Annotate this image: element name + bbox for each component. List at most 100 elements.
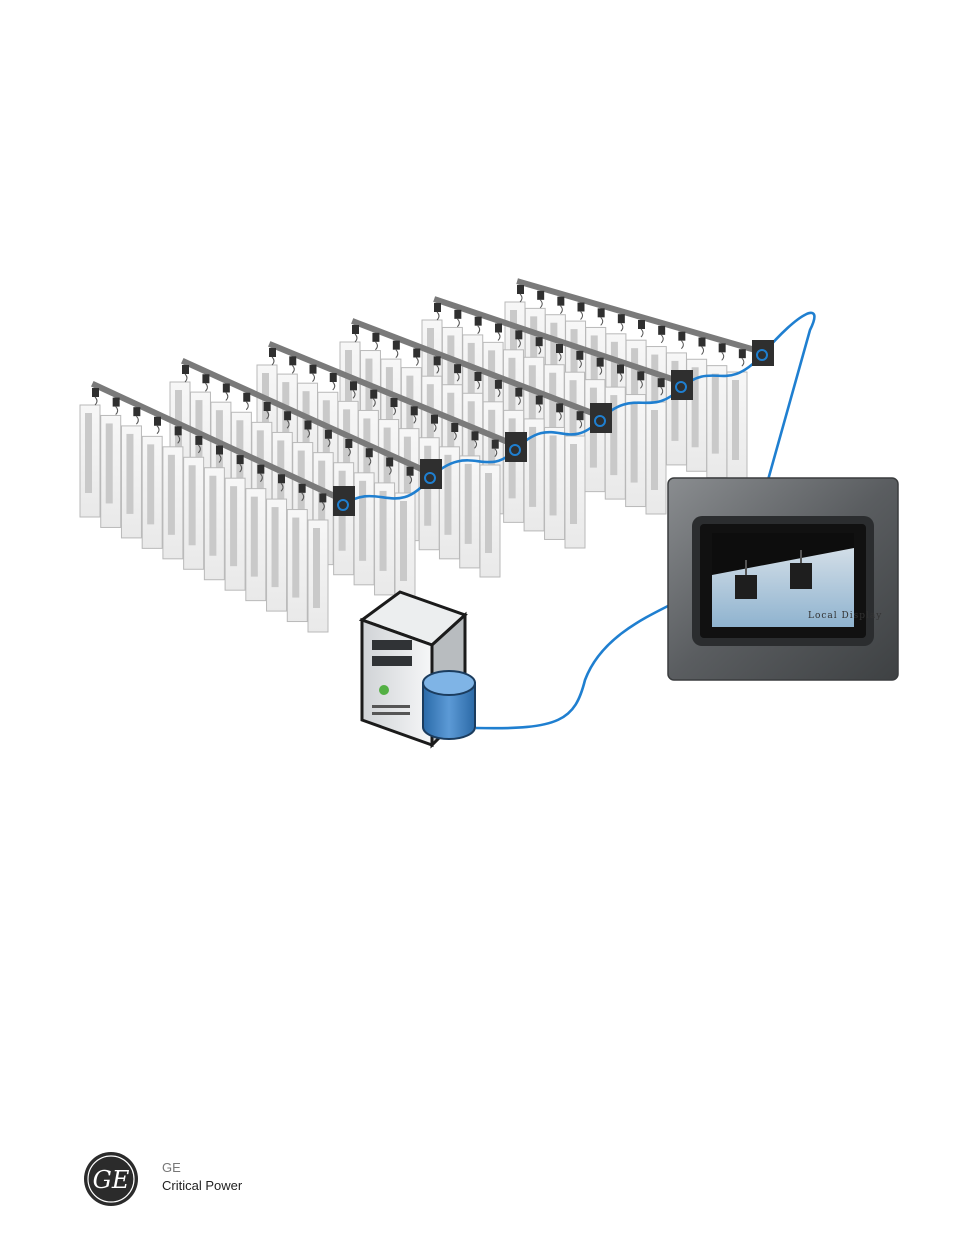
tap-off-box — [495, 380, 502, 389]
tap-off-cable — [416, 358, 418, 366]
server-rack — [308, 520, 328, 632]
tap-off-cable — [185, 374, 187, 382]
svg-text:GE: GE — [93, 1166, 130, 1194]
server-rack — [565, 436, 585, 548]
server-display-cable — [476, 605, 670, 728]
tap-off-box — [92, 388, 99, 397]
tap-off-box — [216, 446, 223, 455]
busway-meter-icon — [752, 340, 774, 366]
tap-off-cable — [246, 402, 248, 410]
tap-off-cable — [157, 426, 159, 434]
tap-off-box — [393, 341, 400, 350]
server-rack — [626, 395, 646, 507]
tap-off-cable — [601, 317, 603, 325]
tap-off-box — [536, 337, 543, 346]
tap-off-box — [330, 373, 337, 382]
server-rack — [354, 473, 374, 585]
tap-off-box — [576, 351, 583, 360]
busway-meter-icon — [333, 486, 355, 516]
tap-off-cable — [661, 335, 663, 343]
tap-off-box — [243, 393, 250, 402]
tap-off-box — [264, 402, 271, 411]
tap-off-cable — [722, 352, 724, 360]
tap-off-cable — [226, 393, 228, 401]
database-icon — [423, 671, 475, 739]
server-rack — [246, 489, 266, 601]
server-rack — [334, 463, 354, 575]
tap-off-box — [372, 333, 379, 342]
tap-off-box — [237, 455, 244, 464]
tap-off-box — [678, 332, 685, 341]
tap-off-box — [472, 431, 479, 440]
server-rack — [707, 366, 727, 478]
tap-off-cable — [396, 350, 398, 358]
server-rack — [504, 410, 524, 522]
server-rack — [142, 436, 162, 548]
tap-off-box — [637, 371, 644, 380]
tap-off-box — [350, 381, 357, 390]
tap-off-box — [557, 297, 564, 306]
tap-off-box — [658, 326, 665, 335]
tap-off-box — [133, 407, 140, 416]
tap-off-cable — [540, 300, 542, 308]
tap-off-box — [413, 349, 420, 358]
tap-off-box — [598, 308, 605, 317]
tap-off-box — [386, 458, 393, 467]
tap-off-cable — [313, 374, 315, 382]
tap-off-box — [454, 310, 461, 319]
busway-meter-icon — [671, 370, 693, 400]
server-rack — [80, 405, 100, 517]
tap-off-cable — [457, 319, 459, 327]
screen-caption: Local Display — [808, 611, 882, 621]
tap-off-box — [175, 426, 182, 435]
tap-off-box — [154, 417, 161, 426]
server-rack — [727, 372, 747, 484]
tap-off-box — [597, 358, 604, 367]
tap-off-box — [495, 324, 502, 333]
tap-off-box — [475, 317, 482, 326]
tap-off-cable — [681, 341, 683, 349]
tap-off-box — [370, 390, 377, 399]
tap-off-box — [578, 303, 585, 312]
tap-off-box — [515, 388, 522, 397]
footer: GE GE Critical Power — [82, 1150, 342, 1210]
server-rack — [395, 493, 415, 605]
tap-off-box — [352, 325, 359, 334]
tap-off-box — [617, 365, 624, 374]
tap-off-cable — [498, 333, 500, 341]
ge-monogram-icon: GE — [82, 1150, 140, 1208]
tap-off-box — [556, 344, 563, 353]
tap-off-box — [434, 356, 441, 365]
tap-off-box — [719, 343, 726, 352]
server-rack — [460, 456, 480, 568]
tap-off-box — [113, 398, 120, 407]
tap-off-box — [638, 320, 645, 329]
tap-off-cable — [355, 334, 357, 342]
tap-off-cable — [742, 358, 744, 366]
server-rack — [204, 468, 224, 580]
tap-off-cable — [292, 365, 294, 373]
server-rack — [545, 427, 565, 539]
server-rack — [666, 353, 686, 465]
tap-off-cable — [621, 323, 623, 331]
tap-off-box — [345, 439, 352, 448]
tap-off-cable — [205, 383, 207, 391]
tap-off-box — [202, 374, 209, 383]
tap-off-cable — [581, 312, 583, 320]
server-rack — [101, 415, 121, 527]
tap-off-box — [577, 411, 584, 420]
tap-off-box — [289, 356, 296, 365]
server-rack — [375, 483, 395, 595]
tap-off-box — [391, 398, 398, 407]
tap-off-box — [305, 421, 312, 430]
server-rack — [184, 457, 204, 569]
tap-off-box — [536, 396, 543, 405]
tap-off-cable — [136, 416, 138, 424]
server-rack — [267, 499, 287, 611]
tap-off-cable — [333, 382, 335, 390]
server-rack — [480, 465, 500, 577]
tap-off-box — [492, 440, 499, 449]
tap-off-box — [556, 403, 563, 412]
tap-off-cable — [702, 347, 704, 355]
tap-off-box — [451, 423, 458, 432]
